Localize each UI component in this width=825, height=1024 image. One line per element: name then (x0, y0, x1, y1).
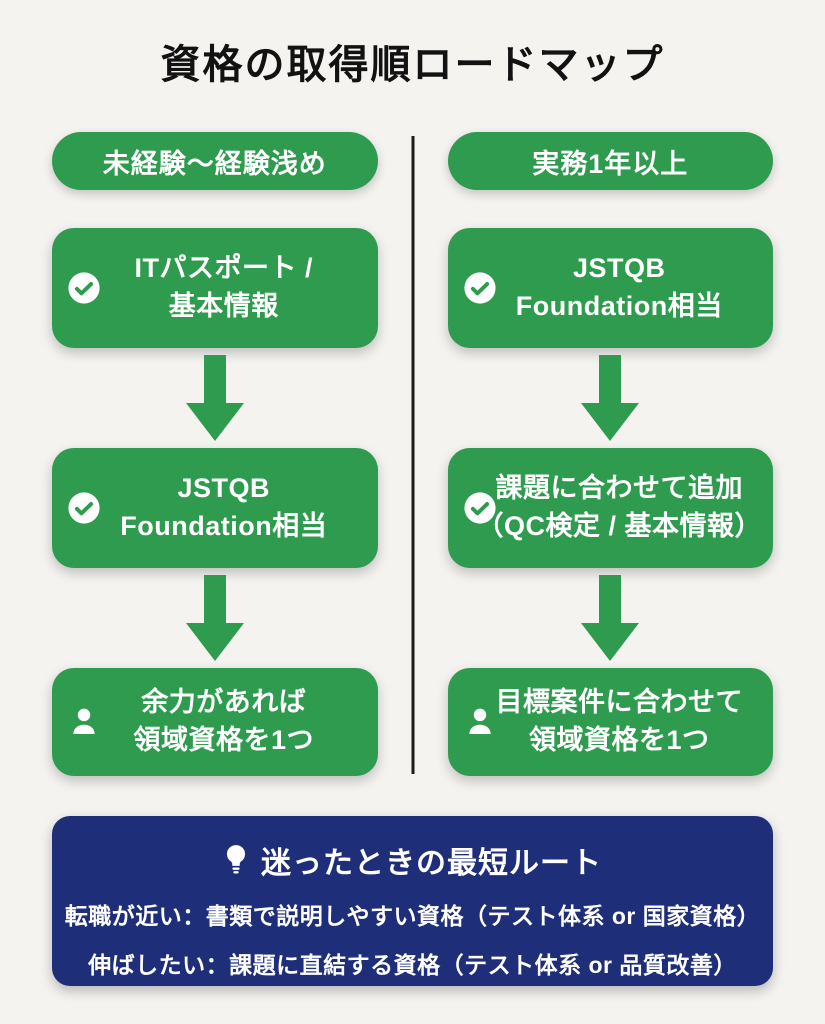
step-label-line: 領域資格を1つ (528, 725, 710, 755)
step-label-line: Foundation相当 (120, 511, 328, 541)
step-label-line: 基本情報 (168, 291, 279, 321)
column-beginner: 未経験〜経験浅め ITパスポート / 基本情報 JSTQB (52, 132, 378, 776)
check-circle-icon (463, 271, 497, 305)
step-box-jstqb-left: JSTQB Foundation相当 (52, 448, 378, 568)
down-arrow-icon (581, 575, 640, 661)
step-label: ITパスポート / 基本情報 (111, 250, 320, 326)
check-circle-icon (463, 491, 497, 525)
step-label: JSTQB Foundation相当 (96, 470, 333, 546)
step-box-it-passport: ITパスポート / 基本情報 (52, 228, 378, 348)
page-title: 資格の取得順ロードマップ (160, 43, 665, 87)
step-box-additional-certs: 課題に合わせて追加 （QC検定 / 基本情報） (447, 448, 773, 568)
arrow-zone (52, 348, 378, 448)
step-box-domain-cert-right: 目標案件に合わせて 領域資格を1つ (447, 668, 773, 776)
shortcut-panel: 迷ったときの最短ルート 転職が近い：書類で説明しやすい資格（テスト体系 or 国… (52, 816, 773, 986)
step-label-line: 目標案件に合わせて (495, 687, 743, 718)
step-box-domain-cert-left: 余力があれば 領域資格を1つ (52, 668, 378, 776)
arrow-zone (448, 348, 774, 448)
check-circle-icon (67, 491, 101, 525)
person-icon (67, 705, 101, 739)
step-label-line: JSTQB (177, 473, 271, 504)
step-label-line: Foundation相当 (515, 291, 723, 321)
down-arrow-icon (581, 355, 640, 441)
step-label-line: 余力があれば (141, 687, 307, 718)
shortcut-line-job-change: 転職が近い：書類で説明しやすい資格（テスト体系 or 国家資格） (64, 903, 761, 929)
down-arrow-icon (185, 575, 244, 661)
step-label-line: ITパスポート / (134, 253, 313, 284)
down-arrow-icon (185, 355, 244, 441)
step-label: JSTQB Foundation相当 (492, 250, 729, 326)
column-header-beginner: 未経験〜経験浅め (52, 132, 378, 190)
column-header-experienced: 実務1年以上 (447, 132, 773, 190)
step-label: 余力があれば 領域資格を1つ (109, 684, 320, 760)
step-label: 課題に合わせて追加 （QC検定 / 基本情報） (452, 470, 768, 546)
step-box-jstqb-right: JSTQB Foundation相当 (447, 228, 773, 348)
lightbulb-icon (223, 844, 249, 876)
shortcut-title-row: 迷ったときの最短ルート (52, 838, 773, 882)
column-divider (411, 136, 414, 774)
step-label-line: 領域資格を1つ (133, 725, 315, 755)
shortcut-title: 迷ったときの最短ルート (261, 847, 602, 880)
step-label: 目標案件に合わせて 領域資格を1つ (472, 684, 750, 760)
column-experienced: 実務1年以上 JSTQB Foundation相当 課題に合わせて追加 (447, 132, 774, 776)
step-label-line: JSTQB (572, 253, 666, 284)
shortcut-line-grow: 伸ばしたい：課題に直結する資格（テスト体系 or 品質改善） (88, 952, 737, 978)
step-label-line: （QC検定 / 基本情報） (476, 511, 762, 541)
check-circle-icon (67, 271, 101, 305)
roadmap-columns: 未経験〜経験浅め ITパスポート / 基本情報 JSTQB (52, 132, 773, 776)
arrow-zone (52, 568, 378, 668)
step-label-line: 課題に合わせて追加 (495, 473, 743, 504)
person-icon (463, 705, 497, 739)
arrow-zone (448, 568, 774, 668)
